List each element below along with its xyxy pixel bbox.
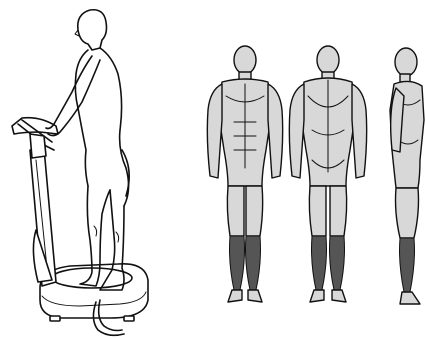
vibration-platform-icon xyxy=(12,118,148,336)
muscle-figure-back xyxy=(289,46,366,302)
muscle-figure-front xyxy=(207,46,282,302)
standing-person-icon xyxy=(46,10,129,290)
muscle-figure-side xyxy=(390,48,424,304)
